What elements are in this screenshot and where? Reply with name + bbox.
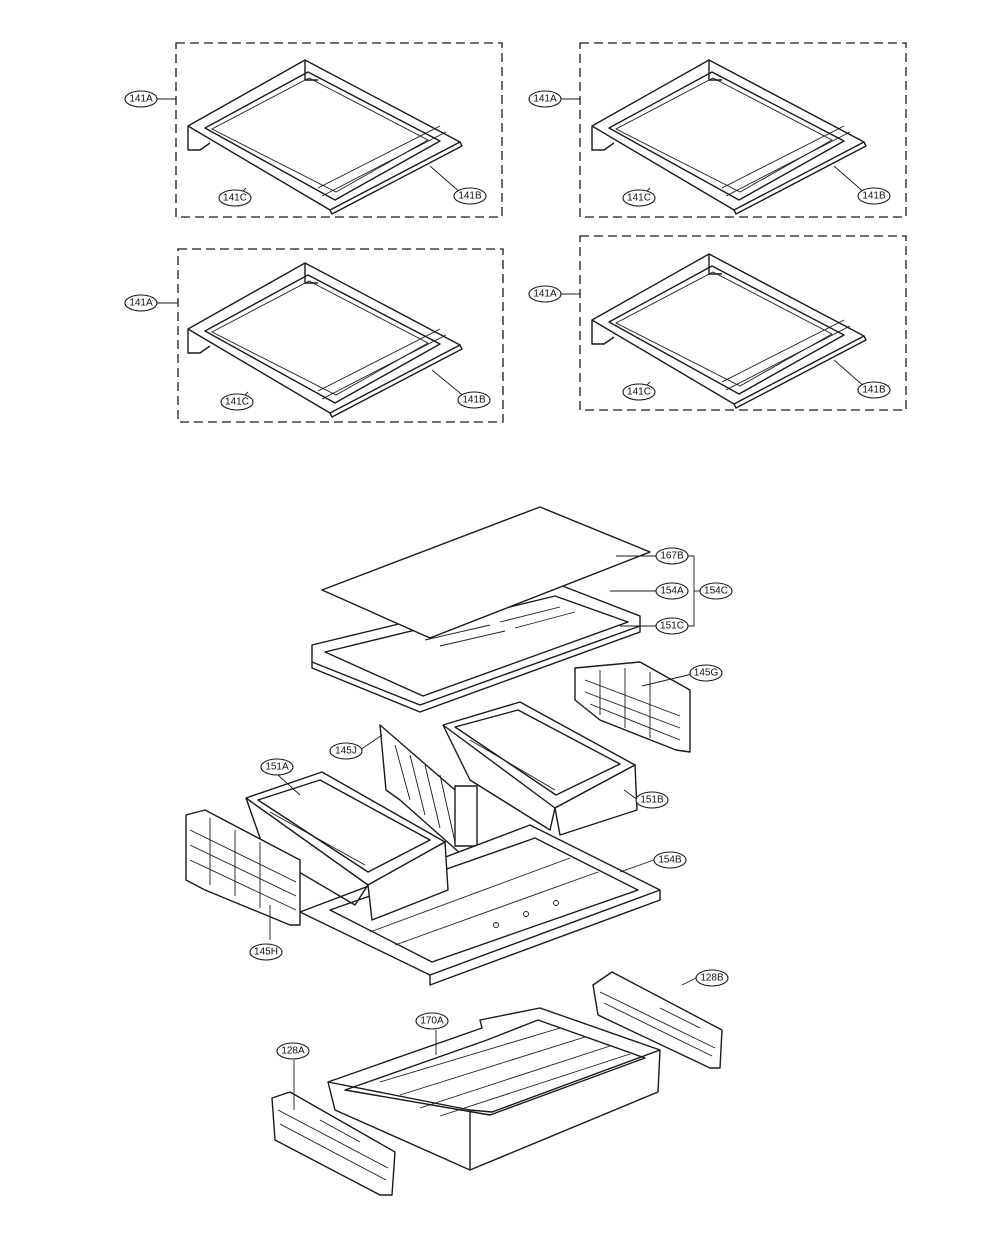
shelf-panel-3: 141A 141C 141B: [124, 248, 504, 423]
callout-text: 145G: [694, 668, 719, 679]
callout-text: 154B: [658, 855, 682, 866]
callout-145G: 145G: [689, 664, 723, 682]
callout-167B: 167B: [655, 547, 689, 565]
callout-text: 141B: [862, 191, 886, 202]
callout-151A: 151A: [260, 758, 294, 776]
callout-145H: 145H: [249, 943, 283, 961]
divider-right: [574, 661, 691, 753]
dashed-frame: [579, 42, 907, 218]
callout-text: 141C: [627, 193, 651, 204]
callout-141A: 141A: [528, 90, 562, 108]
callout-text: 141A: [533, 94, 557, 105]
callout-141C: 141C: [622, 189, 656, 207]
callout-141A: 141A: [528, 285, 562, 303]
callout-text: 141A: [129, 298, 153, 309]
shelf-drawing: [591, 253, 867, 409]
callout-text: 128A: [281, 1046, 305, 1057]
callout-text: 151C: [660, 621, 684, 632]
callout-141A: 141A: [124, 90, 158, 108]
callout-text: 128B: [700, 973, 724, 984]
drawer-left: [245, 771, 449, 921]
divider-left: [185, 809, 301, 926]
callout-text: 170A: [420, 1016, 444, 1027]
callout-141C: 141C: [218, 189, 252, 207]
callout-128B: 128B: [695, 969, 729, 987]
callout-text: 151B: [640, 795, 664, 806]
callout-text: 167B: [660, 551, 684, 562]
callout-141B: 141B: [453, 187, 487, 205]
shelf-panel-4: 141A 141C 141B: [528, 235, 907, 411]
callout-141C: 141C: [622, 383, 656, 401]
shelf-drawing: [187, 59, 463, 215]
callout-text: 141A: [533, 289, 557, 300]
callout-141C: 141C: [220, 393, 254, 411]
callout-text: 154A: [660, 586, 684, 597]
callout-text: 141B: [462, 395, 486, 406]
callout-154C: 154C: [699, 582, 733, 600]
pan-rail-left: [271, 1091, 396, 1196]
callout-text: 154C: [704, 586, 728, 597]
crisper-assembly: 167B 154A 154C 151C 145G 145J 151A 151B: [185, 506, 733, 1196]
callout-128A: 128A: [276, 1042, 310, 1060]
shelf-drawing: [591, 59, 867, 215]
callout-170A: 170A: [415, 1012, 449, 1030]
callout-text: 145J: [335, 746, 357, 757]
shelf-panel-2: 141A 141C 141B: [528, 42, 907, 218]
callout-text: 151A: [265, 762, 289, 773]
callout-text: 141B: [862, 385, 886, 396]
crisper-pan: [327, 1007, 661, 1171]
callout-text: 141A: [129, 94, 153, 105]
pan-rail-right: [592, 971, 723, 1069]
callout-151B: 151B: [635, 791, 669, 809]
shelf-panel-1: 141A 141C 141B: [124, 42, 503, 218]
dashed-frame: [579, 235, 907, 411]
callout-145J: 145J: [329, 742, 363, 760]
bottom-shelf: [299, 824, 661, 986]
callout-text: 141C: [627, 387, 651, 398]
callout-151C: 151C: [655, 617, 689, 635]
callout-141B: 141B: [857, 187, 891, 205]
callout-141B: 141B: [457, 391, 491, 409]
callout-text: 141B: [458, 191, 482, 202]
dashed-frame: [177, 248, 504, 423]
callout-text: 145H: [254, 947, 278, 958]
callout-154A: 154A: [655, 582, 689, 600]
crisper-cover-glass: [321, 506, 651, 639]
dashed-frame: [175, 42, 503, 218]
callout-text: 141C: [225, 397, 249, 408]
callout-141B: 141B: [857, 381, 891, 399]
drawer-right: [442, 701, 638, 836]
shelf-drawing: [187, 262, 463, 418]
callout-141A: 141A: [124, 294, 158, 312]
callout-154B: 154B: [653, 851, 687, 869]
callout-text: 141C: [223, 193, 247, 204]
